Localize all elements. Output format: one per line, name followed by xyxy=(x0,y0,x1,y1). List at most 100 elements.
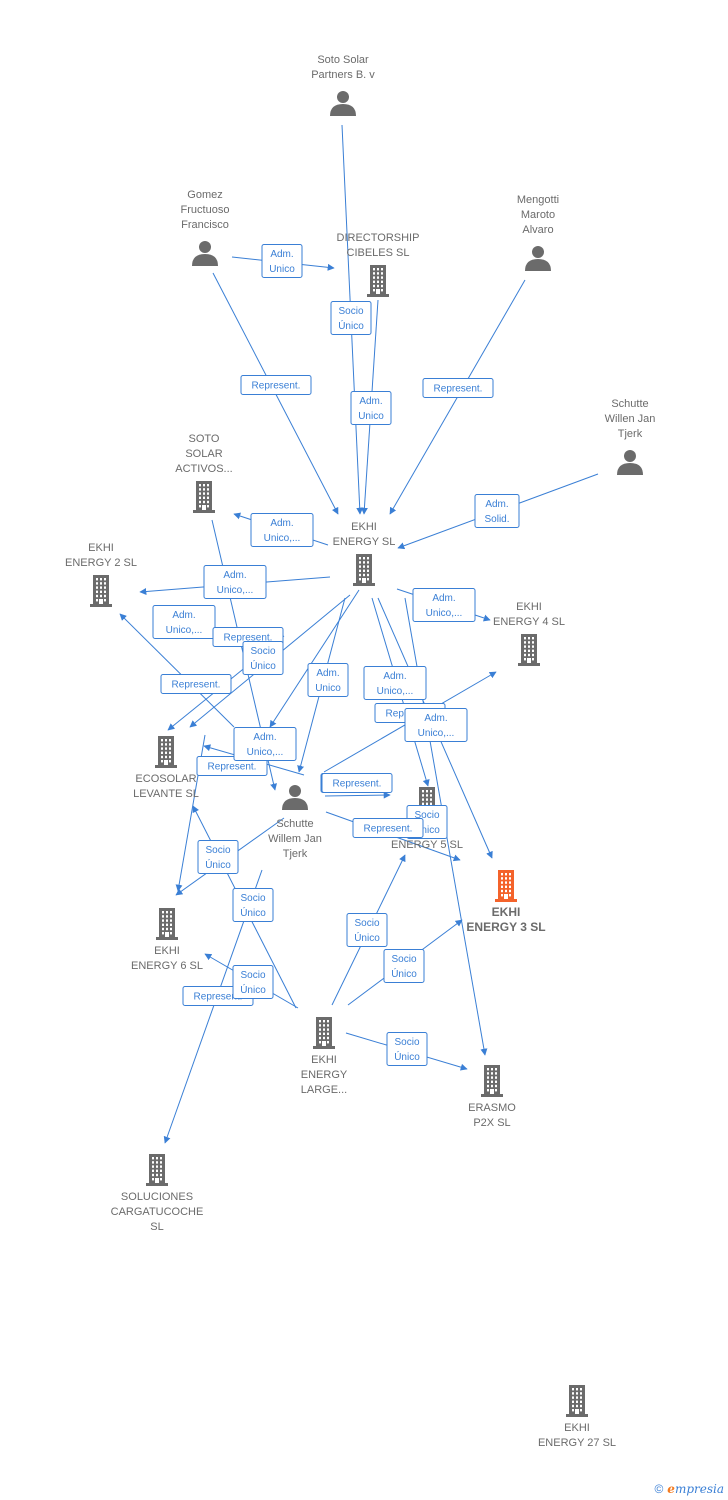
node-ekhi-large[interactable]: EKHIENERGYLARGE... xyxy=(301,1017,348,1096)
node-soto-activos[interactable]: SOTOSOLARACTIVOS... xyxy=(175,433,233,513)
edge-label-box xyxy=(307,663,349,697)
node-label-text: ENERGY 27 SL xyxy=(538,1437,616,1449)
edge-label-text: Socio xyxy=(240,893,265,904)
node-label-text: SL xyxy=(150,1221,163,1233)
edge-label[interactable]: Adm. Solid. xyxy=(474,494,520,528)
edge-label[interactable]: Adm.Unico,... xyxy=(233,727,297,761)
edge-label-box xyxy=(352,818,424,838)
edge-label[interactable]: Represent. xyxy=(240,375,312,395)
edge-label-box xyxy=(160,674,232,694)
building-icon xyxy=(367,265,389,297)
edge-label-text: Socio xyxy=(394,1037,419,1048)
node-label-text: ERASMO xyxy=(468,1102,516,1114)
edge-label-box xyxy=(232,888,274,922)
building-icon xyxy=(193,481,215,513)
edge-label[interactable]: Adm. Unico xyxy=(261,244,303,278)
edge-label-text: Adm. xyxy=(270,249,293,260)
footer-credit: ©empresia xyxy=(654,1482,724,1496)
edge-label-box xyxy=(350,391,392,425)
edge-label[interactable]: Adm. Unico xyxy=(307,663,349,697)
edge-label-text: Represent. xyxy=(224,633,273,644)
edge-label-text: Adm. xyxy=(485,499,508,510)
edge-label-text: Adm. xyxy=(383,671,406,682)
edge-label[interactable]: Represent. xyxy=(196,756,268,776)
edge-label-text: Unico xyxy=(269,264,295,275)
edge-label-box xyxy=(233,727,297,761)
edge-label-text: Solid. xyxy=(484,514,509,525)
edge-label-box xyxy=(242,641,284,675)
edge-label[interactable]: Adm. Unico,... xyxy=(363,666,427,700)
node-label-text: EKHI xyxy=(564,1422,590,1434)
edge-label-text: Represent. xyxy=(172,680,221,691)
edge-label-text: Unico xyxy=(315,683,341,694)
node-label-text: Willem Jan xyxy=(268,833,322,845)
node-label-text: EKHI xyxy=(154,945,180,957)
empresia-logo[interactable]: empresia xyxy=(667,1482,724,1496)
edge-label-text: Adm. xyxy=(316,668,339,679)
node-label-text: Willen Jan xyxy=(605,413,656,425)
edge-label-text: Adm. xyxy=(223,570,246,581)
edge-label[interactable]: Represent. xyxy=(422,378,494,398)
edge-label-text: Socio xyxy=(338,306,363,317)
edge-label-text: Único xyxy=(354,931,380,944)
edge-label-text: Unico,... xyxy=(418,728,455,739)
edge-label-box xyxy=(196,756,268,776)
node-label-text: Soto Solar xyxy=(317,54,369,66)
node-label-text: Mengotti xyxy=(517,194,559,206)
node-label-text: Partners B. v xyxy=(311,69,375,81)
edge-label[interactable]: Adm.Unico,... xyxy=(412,588,476,622)
edge-label-box xyxy=(404,708,468,742)
edge-label-text: Unico,... xyxy=(264,533,301,544)
edge-label-text: Adm. xyxy=(172,610,195,621)
edge-label[interactable]: Adm.Unico,... xyxy=(250,513,314,547)
edge-label-box xyxy=(383,949,425,983)
node-ekhi27[interactable]: EKHI ENERGY 27 SL xyxy=(538,1385,616,1449)
edge-label-box xyxy=(261,244,303,278)
edge-label[interactable]: Adm.Unico xyxy=(350,391,392,425)
node-label-text: EKHI xyxy=(311,1054,337,1066)
edge-label-text: Adm. xyxy=(424,713,447,724)
edge-label[interactable]: Represent. xyxy=(321,773,393,793)
edge-label[interactable]: Adm.Unico,... xyxy=(203,565,267,599)
edge-label-text: Represent. xyxy=(252,381,301,392)
node-label-text: EKHI xyxy=(492,905,521,919)
node-label-text: Schutte xyxy=(611,398,648,410)
node-label-text: ENERGY 2 SL xyxy=(65,557,137,569)
edge-label[interactable]: Adm. Unico,... xyxy=(404,708,468,742)
edge-label-text: Único xyxy=(240,983,266,996)
edge-label[interactable]: Represent. xyxy=(352,818,424,838)
node-label-text: Maroto xyxy=(521,209,555,221)
building-icon xyxy=(481,1065,503,1097)
person-icon xyxy=(617,450,643,475)
node-label-text: EKHI xyxy=(516,601,542,613)
edge-label[interactable]: Adm.Unico,... xyxy=(152,605,216,639)
edge-label-text: Unico xyxy=(358,411,384,422)
edge-label-text: Represent. xyxy=(434,384,483,395)
edge-label[interactable]: Represent. xyxy=(160,674,232,694)
edge-label-text: Unico,... xyxy=(377,686,414,697)
